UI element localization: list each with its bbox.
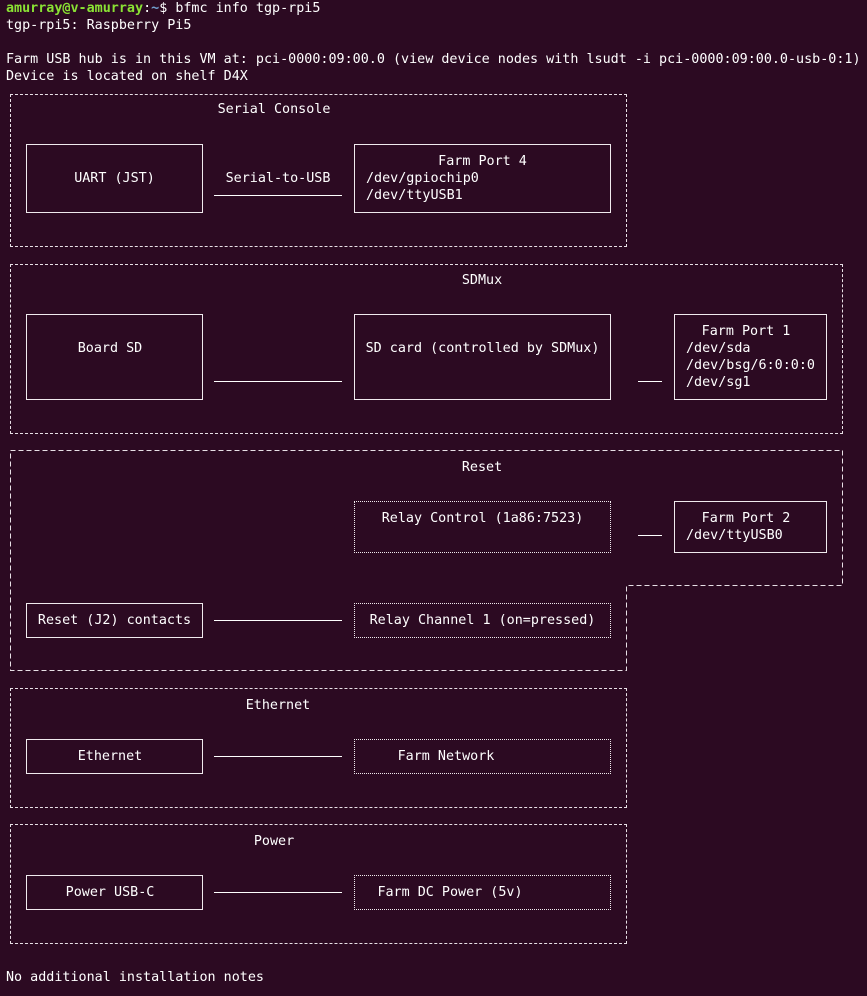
reset-contacts-node [26, 603, 203, 638]
farm-port-1-node [674, 314, 827, 400]
relay-channel-label: Relay Channel 1 (on=pressed) [369, 613, 596, 628]
farm-port-2-node [674, 501, 827, 553]
farm-port-1-dev2: /dev/bsg/6:0:0:0 [686, 358, 815, 373]
serial-console-title: Serial Console [217, 102, 331, 117]
power-usb-c-node [26, 875, 203, 910]
sdmux-edge-line-2 [638, 381, 662, 382]
power-edge-line [214, 892, 342, 893]
farm-port-1-title: Farm Port 1 [701, 324, 791, 339]
board-sd-node [26, 314, 203, 400]
ethernet-title: Ethernet [245, 698, 311, 713]
power-title: Power [253, 834, 295, 849]
power-usb-c-label: Power USB-C [65, 885, 155, 900]
reset-contacts-label: Reset (J2) contacts [37, 613, 192, 628]
farm-dc-power-node [354, 875, 611, 910]
farm-port-1-dev3: /dev/sg1 [686, 375, 751, 390]
farm-dc-power-label: Farm DC Power (5v) [377, 885, 523, 900]
relay-control-node [354, 501, 611, 553]
farm-network-node [354, 739, 611, 774]
ethernet-edge-line [214, 756, 342, 757]
farm-network-label: Farm Network [397, 749, 495, 764]
relay-control-label: Relay Control (1a86:7523) [381, 511, 584, 526]
serial-to-usb-label: Serial-to-USB [225, 171, 331, 186]
serial-console-group [10, 94, 627, 247]
farm-port-4-node [354, 144, 611, 213]
board-sd-label: Board SD [77, 341, 143, 356]
prompt-path: ~ [151, 1, 160, 16]
prompt-separator: : [143, 1, 152, 16]
sd-card-label: SD card (controlled by SDMux) [365, 341, 600, 356]
farm-port-4-title: Farm Port 4 [438, 154, 527, 169]
farm-port-4-dev2: /dev/ttyUSB1 [366, 188, 463, 203]
sdmux-edge-line-1 [214, 381, 342, 382]
reset-title: Reset [461, 460, 503, 475]
shelf-line: Device is located on shelf D4X [6, 69, 248, 84]
uart-node [26, 144, 203, 213]
serial-edge-line [214, 195, 342, 196]
device-line: tgp-rpi5: Raspberry Pi5 [6, 18, 192, 33]
usb-hub-line: Farm USB hub is in this VM at: pci-0000:… [6, 52, 861, 67]
farm-port-1-dev1: /dev/sda [686, 341, 751, 356]
reset-edge-line-1 [638, 535, 662, 536]
farm-port-2-dev1: /dev/ttyUSB0 [686, 528, 783, 543]
farm-port-4-dev1: /dev/gpiochip0 [366, 171, 479, 186]
prompt-user: amurray@v-amurray [6, 1, 144, 16]
sdmux-title: SDMux [461, 273, 503, 288]
ethernet-node [26, 739, 203, 774]
relay-channel-node [354, 603, 611, 638]
ethernet-group [10, 688, 627, 808]
prompt-line: amurray@v-amurray:~$ bfmc info tgp-rpi5 [6, 0, 320, 17]
ethernet-label: Ethernet [77, 749, 143, 764]
power-group [10, 824, 627, 944]
sd-card-node [354, 314, 611, 400]
prompt-symbol: $ [159, 1, 168, 16]
command-text: bfmc info tgp-rpi5 [175, 1, 321, 16]
farm-port-2-title: Farm Port 2 [701, 511, 791, 526]
reset-edge-line-2 [214, 620, 342, 621]
uart-label: UART (JST) [74, 171, 155, 186]
sdmux-group [10, 264, 843, 434]
installation-notes-line: No additional installation notes [6, 970, 264, 985]
